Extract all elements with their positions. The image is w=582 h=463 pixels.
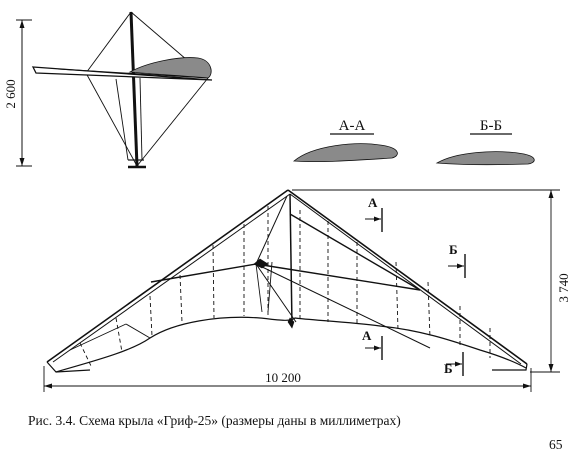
side-view-drawing — [16, 11, 213, 169]
section-b-profile — [435, 151, 535, 166]
figure-caption: Рис. 3.4. Схема крыла «Гриф-25» (размеры… — [28, 413, 401, 428]
section-a-profile — [292, 143, 398, 163]
section-b-label: Б-Б — [480, 118, 502, 134]
section-marker-a-bottom: А — [362, 328, 372, 343]
plan-view-drawing — [43, 189, 560, 392]
section-marker-a-top: А — [368, 195, 378, 210]
span-dimension: 10 200 — [265, 370, 301, 385]
section-profiles — [292, 133, 535, 166]
section-marker-b-bottom: Б — [444, 361, 453, 376]
section-marker-b-top: Б — [449, 242, 458, 257]
section-a-label: А-А — [339, 118, 366, 134]
page-number: 65 — [549, 437, 563, 452]
chord-dimension: 3 740 — [556, 273, 571, 302]
side-height-dimension: 2 600 — [3, 79, 18, 108]
